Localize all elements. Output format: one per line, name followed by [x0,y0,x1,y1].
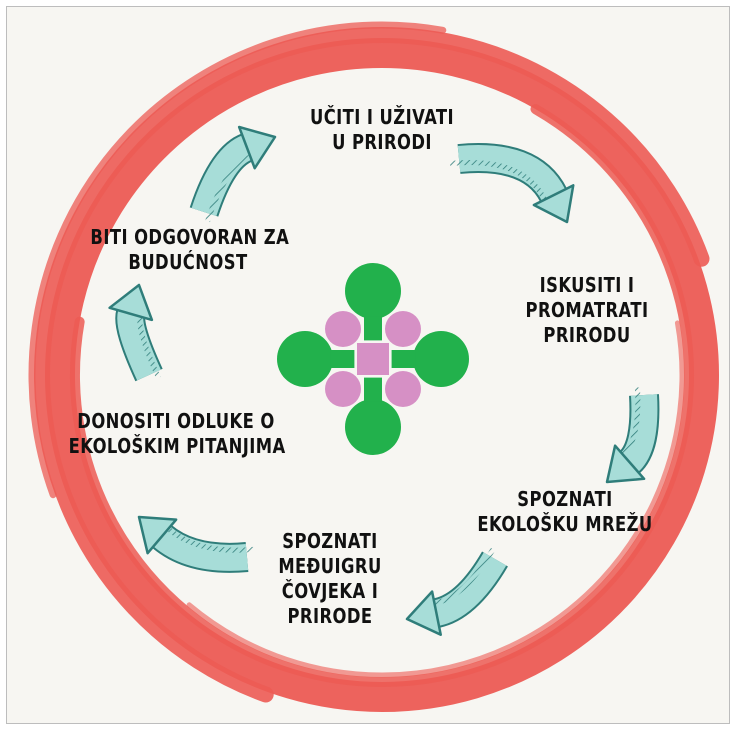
curved-arrow-icon [137,515,254,573]
arrow-group [108,125,660,636]
step-decisions-line-2: EKOLOŠKIM PITANJIMA [68,434,286,458]
step-interplay-line-1: SPOZNATI [282,529,378,553]
step-experience-observe-nature: ISKUSITI I PROMATRATI PRIRODU [517,273,656,348]
center-square [357,343,389,375]
step-network-line-1: SPOZNATI [517,487,613,511]
step-learn-line-1: UČITI I UŽIVATI [309,105,455,129]
green-lobe [413,331,469,387]
green-lobe [277,331,333,387]
flower-network-icon [277,263,469,455]
pink-lobe [385,311,421,347]
step-learn-line-2: U PRIRODI [332,130,432,154]
step-responsible-line-1: BITI ODGOVORAN ZA [90,225,290,249]
pink-lobe [325,371,361,407]
step-ecological-network: SPOZNATI EKOLOŠKU MREŽU [475,487,655,537]
curved-arrow-icon [605,387,660,484]
green-lobe [345,399,401,455]
step-interplay-line-2: MEĐUIGRU [278,554,382,578]
red-brush-ring [28,21,720,712]
step-experience-line-2: PROMATRATI [525,298,649,322]
step-responsible-line-2: BUDUĆNOST [128,250,248,274]
curved-arrow-icon [189,125,277,223]
curved-arrow-icon [449,143,575,224]
step-learn-enjoy-nature: UČITI I UŽIVATI U PRIRODI [292,105,472,155]
step-decisions-line-1: DONOSITI ODLUKE O [77,409,275,433]
step-human-nature-interplay: SPOZNATI MEĐUIGRU ČOVJEKA I PRIRODE [260,529,399,629]
curved-arrow-icon [108,283,163,382]
step-ecological-decisions: DONOSITI ODLUKE O EKOLOŠKIM PITANJIMA [68,409,286,459]
ring-brush-stroke [186,320,685,678]
cycle-diagram [28,21,720,712]
ring-brush-stroke [45,38,720,712]
ring-brush-stroke [28,21,447,499]
step-responsible-future: BITI ODGOVORAN ZA BUDUĆNOST [90,225,290,275]
step-interplay-line-4: PRIRODE [287,604,373,628]
step-network-line-2: EKOLOŠKU MREŽU [477,512,653,536]
step-experience-line-3: PRIRODU [543,323,631,347]
curved-arrow-icon [405,547,508,636]
green-lobe [345,263,401,319]
pink-lobe [385,371,421,407]
diagram-frame: UČITI I UŽIVATI U PRIRODI ISKUSITI I PRO… [6,6,730,724]
step-interplay-line-3: ČOVJEKA I [281,579,379,603]
step-experience-line-1: ISKUSITI I [539,273,635,297]
ring-brush-stroke [34,27,710,703]
ring-brush-stroke [70,104,694,687]
pink-lobe [325,311,361,347]
